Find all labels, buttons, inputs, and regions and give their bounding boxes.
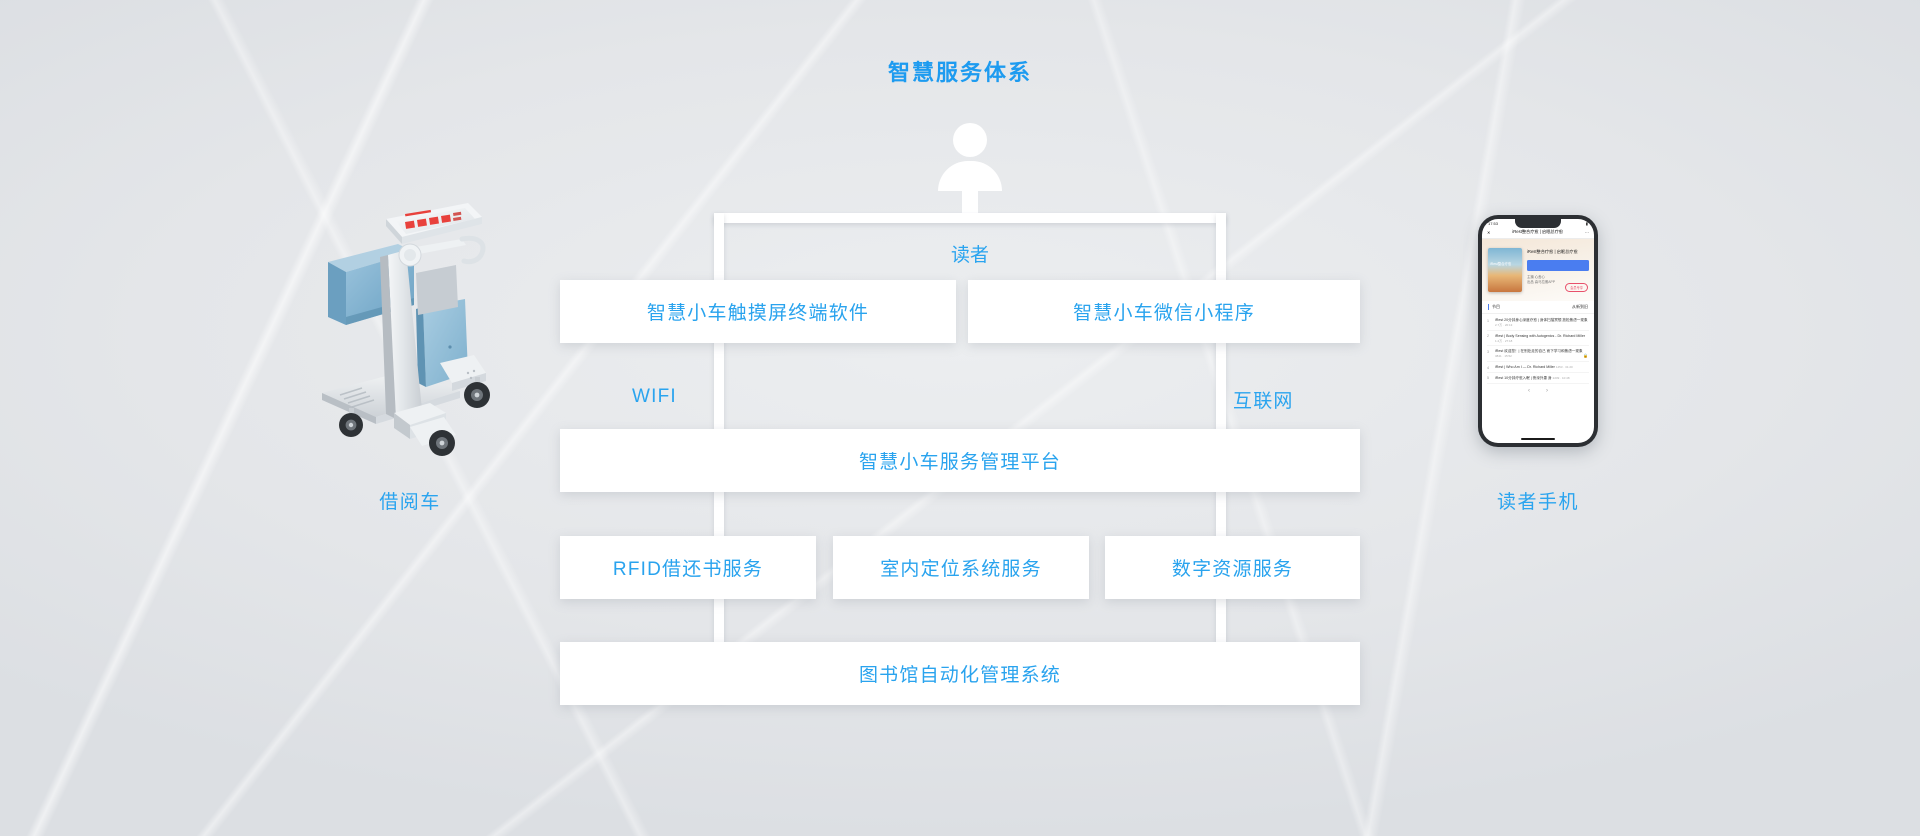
meta-author: 主播 心舍心 [1527,275,1545,279]
list-item[interactable]: 1 iRest 20分钟身心深度疗愈 | 身体扫描冥想 放松焦虑一现象 2.7万… [1487,315,1589,331]
navbar-title: iRest整合疗愈 | 启眠总疗愈 [1512,229,1563,234]
phone-frame: 17:53 ▮ ✕ iRest整合疗愈 | 启眠总疗愈 ··· iRest整合疗… [1478,215,1598,447]
cart-caption: 借阅车 [379,492,441,513]
section-sort[interactable]: 从新到旧 [1572,304,1588,309]
smartphone-icon: 17:53 ▮ ✕ iRest整合疗愈 | 启眠总疗愈 ··· iRest整合疗… [1478,215,1598,447]
item-text: iRest 20分钟身心深度疗愈 | 身体扫描冥想 放松焦虑一现象 2.7万 ·… [1495,318,1589,328]
hero-meta: 主播 心舍心 出品 喜马拉雅APP [1527,275,1555,286]
item-sub: 1.2万 · 27:18 [1495,338,1513,343]
card-digital-resource-service[interactable]: 数字资源服务 [1105,536,1360,599]
connector-top-bracket [714,213,1226,223]
card-touch-terminal[interactable]: 智慧小车触摸屏终端软件 [560,280,956,343]
person-body-icon [938,161,1002,191]
more-icon[interactable]: ··· [1584,229,1589,235]
phone-caption: 读者手机 [1496,492,1579,513]
item-index: 2 [1487,334,1489,339]
close-icon[interactable]: ✕ [1487,229,1491,235]
card-rfid-service[interactable]: RFID借还书服务 [560,536,816,599]
item-text: iRest 欢迎您！| 在别处走的自己 而下学习和焦虑一现象 3841 · 15… [1495,349,1589,359]
lock-icon: 🔒 [1583,353,1588,359]
status-battery: ▮ [1585,221,1588,226]
item-title: iRest 10分钟疗愈入眠 | 夜深外患 身 [1495,375,1552,380]
card-wechat-miniprogram[interactable]: 智慧小车微信小程序 [968,280,1360,343]
list-item[interactable]: 5 iRest 10分钟疗愈入眠 | 夜深外患 身 2209 · 10:48 [1487,373,1589,384]
member-tag: 会员专享 [1565,283,1588,292]
item-index: 1 [1487,318,1489,323]
card-label: 智慧小车微信小程序 [1073,303,1255,324]
card-label: 室内定位系统服务 [880,559,1042,580]
item-title: iRest 20分钟身心深度疗愈 | 身体扫描冥想 放松焦虑一现象 [1495,318,1588,322]
card-indoor-positioning-service[interactable]: 室内定位系统服务 [833,536,1089,599]
item-sub: 2.7万 · 20:13 [1495,322,1513,327]
item-index: 3 [1487,349,1489,354]
connector-avatar-stem [962,183,978,217]
pager-next-icon[interactable]: › [1546,387,1548,394]
card-label: 智慧小车触摸屏终端软件 [646,303,870,324]
library-cart-icon [310,195,510,460]
section-label: 节目 [1488,304,1500,310]
link-label-internet: 互联网 [1233,391,1294,412]
meta-source: 出品 喜马拉雅APP [1527,280,1556,285]
card-label: 数字资源服务 [1171,559,1294,580]
phone-status-bar: 17:53 ▮ [1482,219,1594,227]
card-label: RFID借还书服务 [612,559,764,580]
list-item[interactable]: 3 iRest 欢迎您！| 在别处走的自己 而下学习和焦虑一现象 3841 · … [1487,346,1589,363]
card-label: 智慧小车服务管理平台 [858,452,1061,473]
card-service-platform[interactable]: 智慧小车服务管理平台 [560,429,1360,492]
item-sub: 3841 · 15:52 [1495,354,1512,359]
item-text: iRest | Body Sensing with Autogenics - D… [1495,334,1589,344]
item-index: 4 [1487,365,1489,370]
person-icon [938,123,1002,191]
status-time: 17:53 [1488,221,1499,226]
item-text: iRest | Who Am I — Dr. Richard Miller 14… [1495,365,1573,370]
item-title: iRest 欢迎您！| 在别处走的自己 而下学习和焦虑一现象 [1495,349,1583,354]
item-text: iRest 10分钟疗愈入眠 | 夜深外患 身 2209 · 10:48 [1495,376,1570,381]
person-head-icon [953,123,987,157]
list-item[interactable]: 2 iRest | Body Sensing with Autogenics -… [1487,331,1589,347]
card-label: 图书馆自动化管理系统 [858,665,1061,686]
album-cover: iRest整合疗愈 [1488,248,1522,292]
item-title: iRest | Who Am I — Dr. Richard Miller [1495,365,1555,370]
phone-episode-list: 1 iRest 20分钟身心深度疗愈 | 身体扫描冥想 放松焦虑一现象 2.7万… [1482,314,1594,384]
hero-title: iRest整合疗愈 | 启眠总疗愈 [1527,249,1578,254]
item-sub: 2209 · 10:48 [1552,375,1570,380]
library-cart-svg [322,203,490,456]
album-cover-title: iRest整合疗愈 [1490,262,1512,266]
hero-banner[interactable] [1527,260,1589,271]
list-item[interactable]: 4 iRest | Who Am I — Dr. Richard Miller … [1487,362,1589,373]
pager-prev-icon[interactable]: ‹ [1528,387,1530,394]
phone-navbar: ✕ iRest整合疗愈 | 启眠总疗愈 ··· [1482,227,1594,239]
actor-label: 读者 [950,245,989,266]
phone-screen: 17:53 ▮ ✕ iRest整合疗愈 | 启眠总疗愈 ··· iRest整合疗… [1482,219,1594,443]
phone-hero: iRest整合疗愈 iRest整合疗愈 | 启眠总疗愈 主播 心舍心 出品 喜马… [1482,239,1594,301]
phone-pager: ‹ › [1482,384,1594,396]
link-label-wifi: WIFI [632,386,677,407]
home-indicator [1521,438,1555,440]
item-index: 5 [1487,376,1489,381]
phone-notch [1515,219,1561,228]
item-sub: 1453 · 31:20 [1555,365,1573,370]
phone-section-bar: 节目 从新到旧 [1482,301,1594,314]
card-library-automation[interactable]: 图书馆自动化管理系统 [560,642,1360,705]
page-title: 智慧服务体系 [887,60,1032,85]
item-title: iRest | Body Sensing with Autogenics - D… [1495,333,1586,338]
